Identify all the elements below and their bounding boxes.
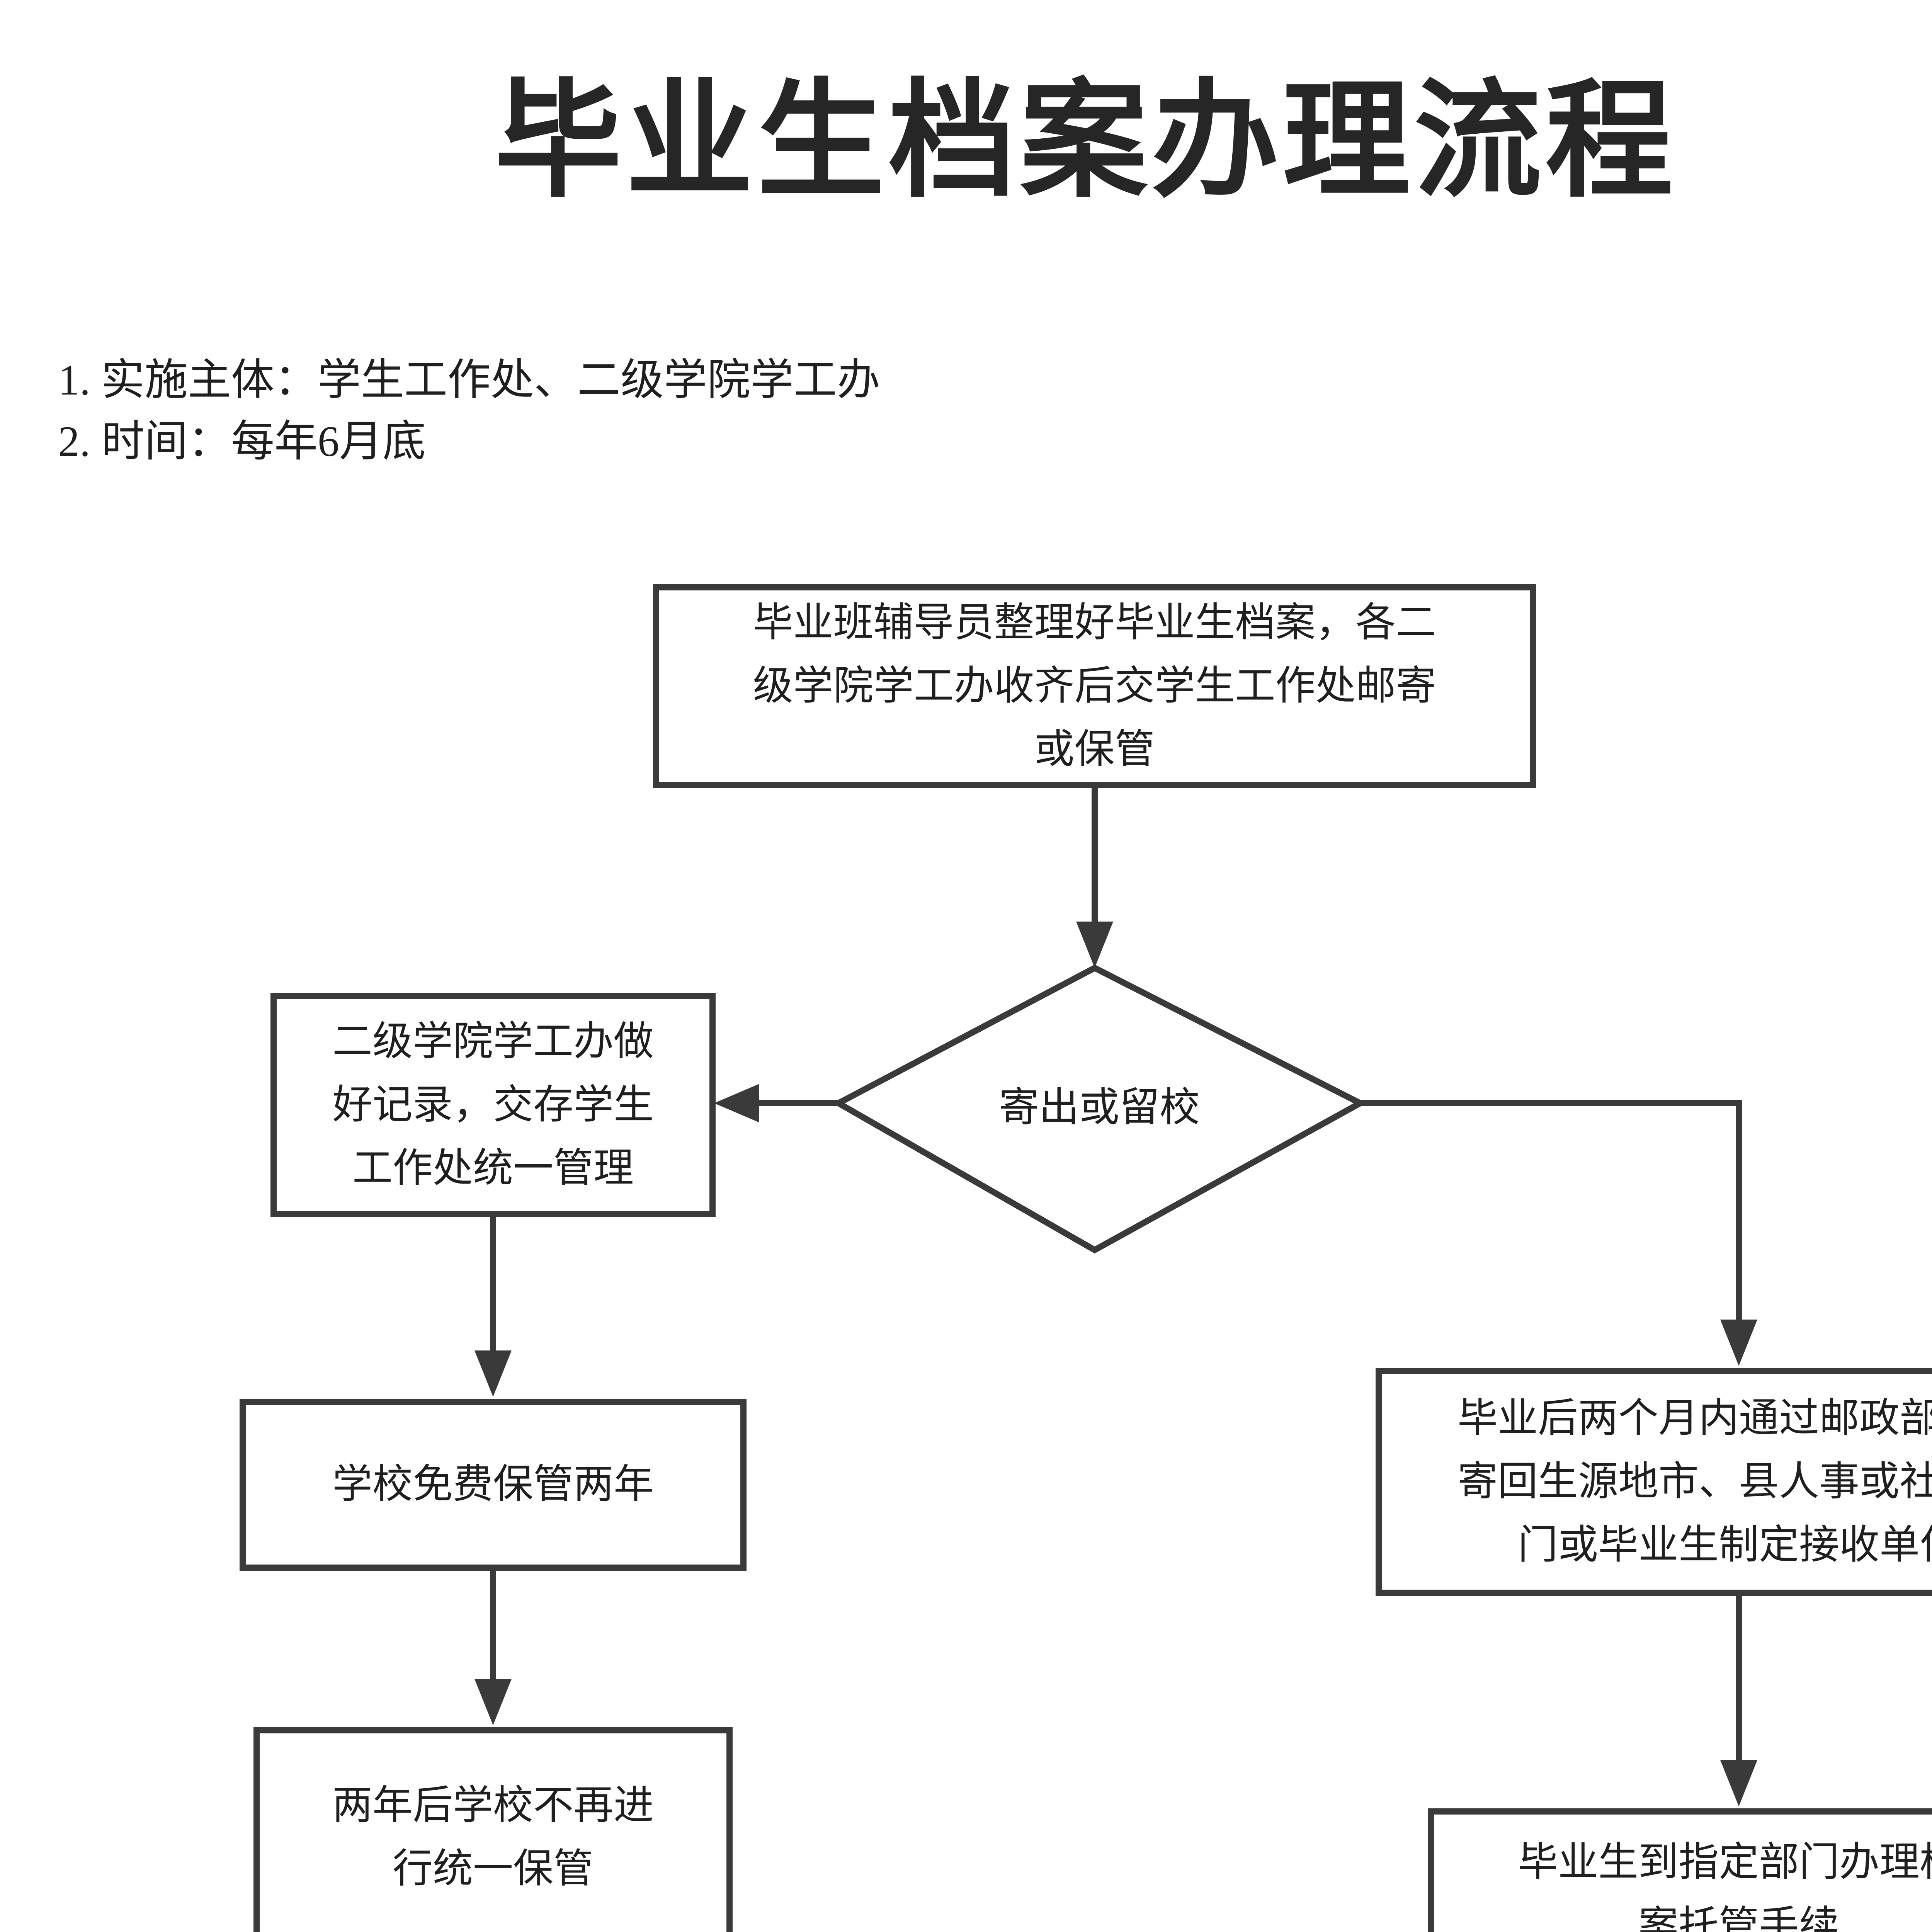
arrow-mail-to-trusteeship [1720,1596,1757,1806]
flow-node-start: 毕业班辅导员整理好毕业生档案，各二 级学院学工办收齐后交学生工作处邮寄 或保管 [653,584,1536,788]
page-title: 毕业生档案办理流程 [494,71,1677,213]
flow-node-mail-back: 毕业后两个月内通过邮政部门邮 寄回生源地市、县人事或社保部 门或毕业生制定接收单… [1376,1368,1932,1596]
flow-node-decision-label: 寄出或留校 [998,1085,1200,1130]
arrow-keep-to-stop [474,1571,512,1725]
notes: 1. 实施主体：学生工作处、二级学院学工办 2. 时间：每年6月底 [58,350,880,473]
arrow-record-to-keep [474,1217,512,1397]
decision-diamond-shape [832,964,1367,1254]
arrow-decision-to-record [714,1084,838,1122]
flow-node-record: 二级学院学工办做 好记录，交存学生 工作处统一管理 [270,993,716,1217]
arrow-start-to-decision [1076,788,1113,968]
arrow-decision-to-mail [1360,1100,1757,1366]
flow-node-keep-two-years: 学校免费保管两年 [240,1399,747,1571]
note-implementing-body: 1. 实施主体：学生工作处、二级学院学工办 [58,356,880,404]
flow-node-stop-keeping: 两年后学校不再进 行统一保管 [253,1727,733,1932]
flow-node-trusteeship: 毕业生到指定部门办理档 案托管手续 [1428,1808,1932,1932]
note-time: 2. 时间：每年6月底 [58,418,426,466]
